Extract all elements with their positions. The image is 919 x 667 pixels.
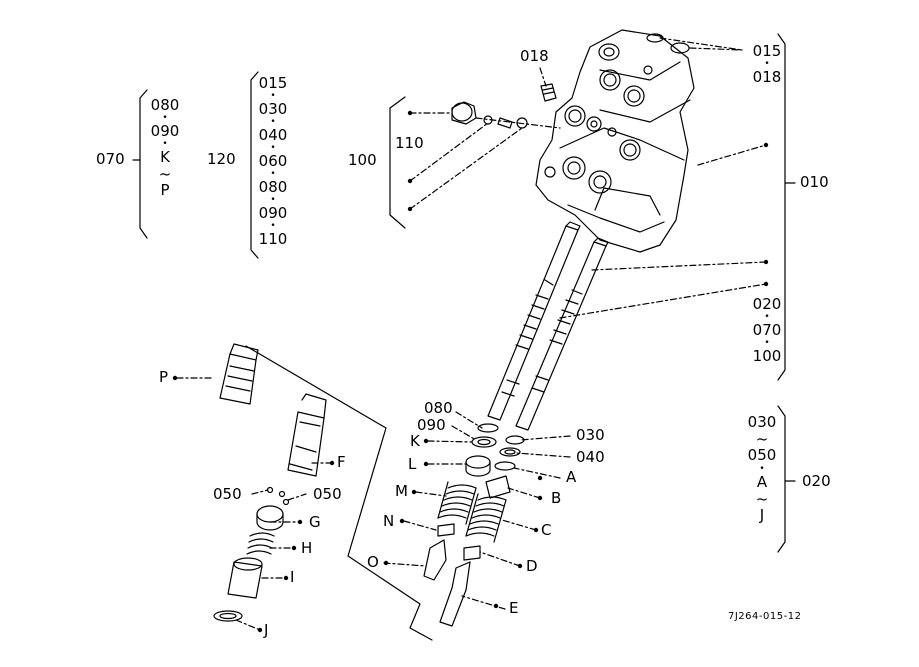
callout-030: 030	[576, 426, 605, 444]
callout-f: F	[337, 453, 346, 471]
part-p-sleeve	[219, 343, 259, 405]
group-020-item: ~	[755, 490, 769, 508]
spool-right	[515, 237, 609, 431]
callout-l: L	[408, 455, 417, 473]
callout-018: 018	[520, 47, 549, 65]
bracket-120	[250, 71, 259, 259]
group-020-label: 020	[802, 472, 831, 490]
part-f-housing	[287, 393, 327, 477]
callout-a: A	[566, 468, 577, 486]
group-120-list: 015 • 030 • 040 • 060 • 080 • 090 • 110	[254, 75, 292, 248]
group-070-item: 080	[150, 96, 180, 114]
group-100-sub-label: 110	[395, 134, 424, 152]
group-100-label: 100	[348, 151, 377, 169]
group-020-list: 030 ~ 050 • A ~ J	[743, 414, 781, 524]
part-h-spring	[246, 532, 275, 555]
group-070-item: P	[160, 181, 170, 199]
bracket-100	[389, 96, 406, 229]
o-rings-050	[266, 486, 290, 506]
group-070-label: 070	[96, 150, 125, 168]
group-120-item: •	[270, 195, 276, 205]
group-120-label: 120	[207, 150, 236, 168]
group-120-item: •	[270, 143, 276, 153]
group-010-item: •	[764, 312, 770, 322]
part-j-washer	[213, 610, 243, 622]
group-070-item: 090	[150, 122, 180, 140]
group-120-item: •	[270, 221, 276, 231]
group-010-item: 015	[752, 42, 782, 60]
callout-080: 080	[424, 399, 453, 417]
group-020-item: •	[759, 464, 765, 474]
part-g-ring	[256, 505, 284, 531]
plug-018	[540, 83, 557, 102]
callout-m: M	[395, 482, 408, 500]
group-010-label: 010	[800, 173, 829, 191]
group-010-item: 100	[752, 347, 782, 365]
group-010-item: •	[764, 338, 770, 348]
spool-left	[487, 221, 581, 421]
callout-050-right: 050	[313, 485, 342, 503]
callout-i: I	[290, 568, 295, 586]
group-120-item: •	[270, 117, 276, 127]
group-120-item: 060	[258, 152, 288, 170]
group-120-item: 030	[258, 100, 288, 118]
callout-g: G	[309, 513, 321, 531]
group-020-item: 050	[747, 446, 777, 464]
group-010-top-list: 015 • 018	[748, 43, 786, 86]
group-020-item: A	[756, 473, 768, 491]
leader-lines	[176, 37, 767, 631]
relief-valve-parts	[451, 101, 561, 129]
group-120-item: 040	[258, 126, 288, 144]
callout-e: E	[509, 599, 519, 617]
bracket-070	[132, 89, 148, 239]
callout-p: P	[159, 368, 169, 386]
group-010-item: 020	[752, 295, 782, 313]
callout-n: N	[383, 512, 395, 530]
spool-parts-left	[423, 423, 499, 581]
callout-090: 090	[417, 416, 446, 434]
group-120-item: 080	[258, 178, 288, 196]
part-i-cylinder	[227, 557, 263, 599]
bracket-010	[777, 33, 796, 381]
group-010-bottom-list: 020 • 070 • 100	[748, 296, 786, 365]
callout-j: J	[264, 621, 269, 639]
callout-k: K	[410, 432, 420, 450]
group-020-item: J	[759, 506, 765, 524]
group-070-list: 080 • 090 • K ~ P	[146, 97, 184, 199]
group-020-item: ~	[755, 430, 769, 448]
callout-040: 040	[576, 448, 605, 466]
group-070-item: K	[160, 148, 170, 166]
callout-050-left: 050	[213, 485, 242, 503]
bracket-020	[777, 405, 796, 553]
group-010-item: 018	[752, 68, 782, 86]
callout-b: B	[551, 489, 562, 507]
group-070-item: •	[162, 113, 168, 123]
callout-o: O	[367, 553, 379, 571]
spring-m	[437, 481, 477, 525]
bullet-dots	[172, 110, 769, 633]
group-020-item: 030	[747, 413, 777, 431]
callout-d: D	[526, 557, 538, 575]
figure-reference: 7J264-015-12	[728, 611, 802, 622]
spring-c	[465, 493, 507, 543]
group-120-item: 110	[258, 230, 288, 248]
group-010-item: •	[764, 59, 770, 69]
group-120-item: •	[270, 169, 276, 179]
group-010-item: 070	[752, 321, 782, 339]
callout-h: H	[301, 539, 313, 557]
assembly-outline	[245, 345, 433, 641]
group-120-item: •	[270, 91, 276, 101]
callout-c: C	[541, 521, 552, 539]
group-070-item: •	[162, 139, 168, 149]
group-120-item: 090	[258, 204, 288, 222]
group-120-item: 015	[258, 74, 288, 92]
group-070-item: ~	[158, 165, 172, 183]
control-valve-body	[535, 29, 695, 253]
